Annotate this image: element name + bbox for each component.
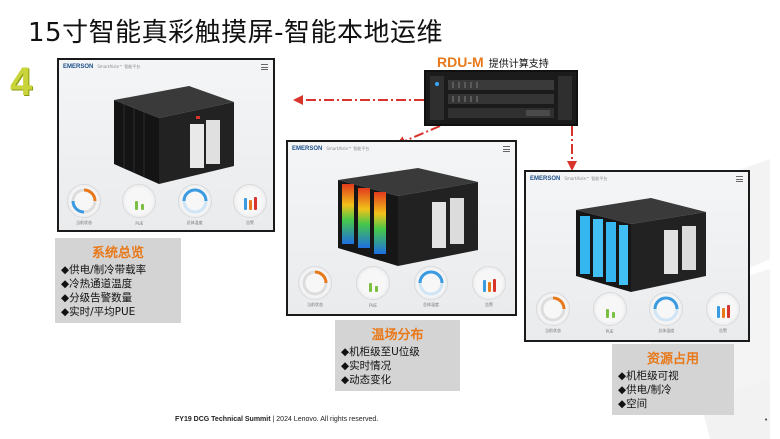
brand-logo: EMERSON bbox=[530, 176, 561, 182]
server-caption-text: 提供计算支持 bbox=[488, 59, 549, 70]
alarm-gauge[interactable]: 告警 bbox=[705, 292, 740, 333]
gauge-label: PUE bbox=[369, 303, 377, 308]
cabinet-module-image bbox=[114, 86, 234, 184]
gauge-label: 总体温度 bbox=[423, 302, 439, 307]
menu-icon[interactable] bbox=[503, 146, 510, 152]
brand-subtitle: SmartAisle™ 智能平台 bbox=[97, 64, 141, 69]
footer-separator: | bbox=[270, 416, 277, 423]
server-image bbox=[424, 70, 578, 126]
resource-heading: 资源占用 bbox=[646, 352, 699, 367]
resource-screen[interactable]: EMERSON SmartAisle™ 智能平台 当前状态 PUE 总体温度 bbox=[524, 170, 750, 342]
resource-item: ◆供电/制冷 bbox=[618, 384, 672, 396]
overview-item: ◆冷热通道温度 bbox=[61, 278, 133, 290]
screen-topbar: EMERSON SmartAisle™ 智能平台 bbox=[59, 60, 273, 74]
status-ring-icon bbox=[71, 188, 97, 214]
brand-logo: EMERSON bbox=[63, 64, 94, 70]
page-dot: • bbox=[764, 416, 769, 424]
footer: FY19 DCG Technical Summit | 2024 Lenovo.… bbox=[175, 416, 378, 423]
alarm-gauge[interactable]: 告警 bbox=[232, 184, 267, 225]
server-front-icon bbox=[426, 72, 576, 124]
gauge-label: 告警 bbox=[718, 328, 727, 333]
temperature-ring-icon bbox=[418, 270, 444, 296]
menu-icon[interactable] bbox=[261, 64, 268, 70]
overview-item: ◆分级告警数量 bbox=[61, 292, 133, 304]
gauge-label: 总体温度 bbox=[658, 328, 675, 333]
status-gauge[interactable]: 当前状态 bbox=[67, 184, 101, 225]
gauge-label: 当前状态 bbox=[76, 220, 92, 225]
server-caption: RDU-M 提供计算支持 bbox=[437, 52, 549, 71]
overview-screen[interactable]: EMERSON SmartAisle™ 智能平台 当前状态 PUE 总体温度 bbox=[57, 58, 275, 232]
gauge-label: PUE bbox=[605, 329, 614, 334]
temperature-ring-icon bbox=[653, 296, 679, 322]
slide-number: 4 bbox=[10, 60, 33, 104]
overview-heading: 系统总览 bbox=[91, 246, 144, 261]
resource-caption-box: 资源占用 ◆机柜级可视 ◆供电/制冷 ◆空间 bbox=[612, 344, 734, 415]
thermal-heading: 温场分布 bbox=[371, 328, 424, 343]
thermal-screen[interactable]: EMERSON SmartAisle™ 智能平台 当前状态 PUE 总体温 bbox=[286, 140, 517, 316]
temperature-gauge[interactable]: 总体温度 bbox=[177, 184, 212, 225]
footer-copyright: 2024 Lenovo. All rights reserved. bbox=[276, 416, 379, 423]
temperature-gauge[interactable]: 总体温度 bbox=[414, 266, 448, 307]
gauge-label: 当前状态 bbox=[307, 302, 323, 307]
overview-item: ◆实时/平均PUE bbox=[61, 306, 136, 318]
status-ring-icon bbox=[302, 270, 328, 296]
overview-caption-box: 系统总览 ◆供电/制冷带载率 ◆冷热通道温度 ◆分级告警数量 ◆实时/平均PUE bbox=[55, 238, 181, 323]
status-gauge[interactable]: 当前状态 bbox=[298, 266, 332, 307]
menu-icon[interactable] bbox=[736, 176, 743, 182]
gauge-label: 告警 bbox=[245, 220, 254, 225]
pue-gauge[interactable]: PUE bbox=[122, 184, 157, 226]
thermal-item: ◆实时情况 bbox=[341, 360, 392, 372]
resource-cabinet-image bbox=[576, 198, 706, 292]
thermal-item: ◆动态变化 bbox=[341, 374, 392, 386]
pue-gauge[interactable]: PUE bbox=[356, 266, 390, 308]
resource-item: ◆空间 bbox=[618, 398, 648, 410]
pue-gauge[interactable]: PUE bbox=[592, 292, 627, 334]
status-ring-icon bbox=[540, 296, 566, 322]
temperature-gauge[interactable]: 总体温度 bbox=[649, 292, 684, 333]
brand-logo: EMERSON bbox=[292, 146, 323, 152]
screen-topbar: EMERSON SmartAisle™ 智能平台 bbox=[288, 142, 515, 156]
gauge-label: PUE bbox=[135, 221, 144, 226]
gauge-label: 告警 bbox=[485, 302, 493, 307]
alarm-gauge[interactable]: 告警 bbox=[472, 266, 506, 307]
brand-subtitle: SmartAisle™ 智能平台 bbox=[326, 146, 370, 151]
screen-topbar: EMERSON SmartAisle™ 智能平台 bbox=[526, 172, 748, 186]
server-name: RDU-M bbox=[437, 54, 484, 70]
footer-event: FY19 DCG Technical Summit bbox=[175, 416, 271, 423]
brand-subtitle: SmartAisle™ 智能平台 bbox=[564, 176, 608, 181]
resource-item: ◆机柜级可视 bbox=[618, 370, 679, 382]
status-gauge[interactable]: 当前状态 bbox=[536, 292, 570, 333]
temperature-ring-icon bbox=[182, 188, 208, 214]
gauge-label: 当前状态 bbox=[545, 328, 561, 333]
thermal-item: ◆机柜级至U位级 bbox=[341, 346, 420, 358]
slide-title: 15寸智能真彩触摸屏-智能本地运维 bbox=[28, 18, 443, 48]
thermal-caption-box: 温场分布 ◆机柜级至U位级 ◆实时情况 ◆动态变化 bbox=[335, 320, 460, 391]
thermal-cabinet-image bbox=[338, 168, 478, 266]
gauge-label: 总体温度 bbox=[186, 220, 203, 225]
overview-item: ◆供电/制冷带载率 bbox=[61, 264, 147, 276]
